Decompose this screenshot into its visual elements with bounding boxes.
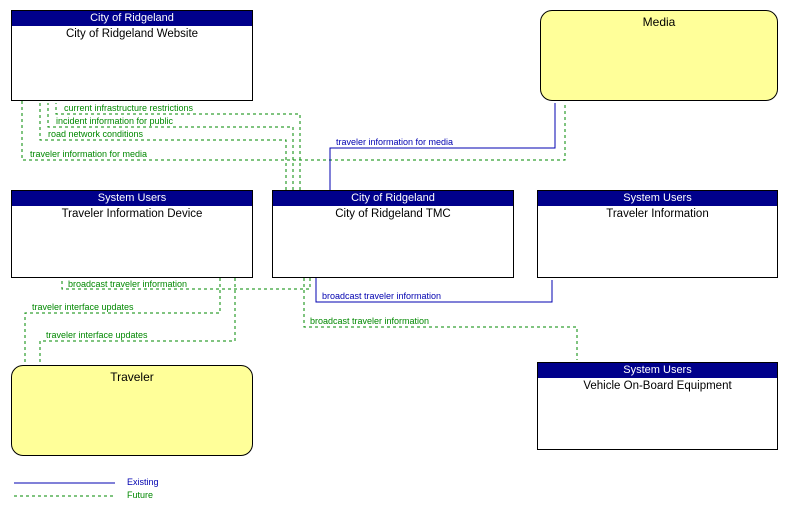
box-city-of-ridgeland-tmc: City of Ridgeland City of Ridgeland TMC <box>272 190 514 278</box>
flow-label-broadcast-traveler-information-obe: broadcast traveler information <box>310 316 430 326</box>
box-header-system-users: System Users <box>12 191 252 206</box>
flow-line-broadcast-traveler-information-to-traveler-information <box>315 278 553 303</box>
box-traveler: Traveler <box>11 365 253 456</box>
box-title-city-of-ridgeland-website: City of Ridgeland Website <box>65 28 199 40</box>
box-header-system-users: System Users <box>538 363 777 378</box>
box-title-city-of-ridgeland-tmc: City of Ridgeland TMC <box>335 208 451 220</box>
flow-label-broadcast-traveler-information-existing: broadcast traveler information <box>322 291 442 301</box>
box-header-city-of-ridgeland: City of Ridgeland <box>273 191 513 206</box>
box-city-of-ridgeland-website: City of Ridgeland City of Ridgeland Webs… <box>11 10 253 101</box>
flow-label-traveler-information-for-media-existing: traveler information for media <box>336 137 454 147</box>
flow-line-road-network-conditions <box>39 103 287 190</box>
flow-line-current-infrastructure-restrictions <box>55 103 301 190</box>
flow-label-traveler-interface-updates-1: traveler interface updates <box>32 302 134 312</box>
box-title-traveler: Traveler <box>110 370 154 384</box>
legend-future-label: Future <box>127 490 154 500</box>
box-media: Media <box>540 10 778 101</box>
box-title-traveler-information-device: Traveler Information Device <box>61 208 203 220</box>
box-header-city-of-ridgeland: City of Ridgeland <box>12 11 252 26</box>
box-traveler-information: System Users Traveler Information <box>537 190 778 278</box>
flow-label-traveler-interface-updates-2: traveler interface updates <box>46 330 148 340</box>
flow-label-current-infrastructure-restrictions: current infrastructure restrictions <box>64 103 194 113</box>
legend-existing-label: Existing <box>127 477 159 487</box>
flow-label-road-network-conditions: road network conditions <box>48 129 144 139</box>
flow-line-traveler-interface-updates-1 <box>24 278 221 363</box>
box-traveler-information-device: System Users Traveler Information Device <box>11 190 253 278</box>
flow-line-traveler-information-for-media-existing <box>329 103 556 190</box>
flow-line-traveler-interface-updates-2 <box>39 278 236 363</box>
box-title-media: Media <box>642 15 676 29</box>
box-title-traveler-information: Traveler Information <box>606 208 709 220</box>
box-title-vehicle-on-board-equipment: Vehicle On-Board Equipment <box>583 380 732 392</box>
flow-label-broadcast-traveler-information-device: broadcast traveler information <box>68 279 188 289</box>
flow-line-incident-information-for-public <box>47 103 294 190</box>
flow-line-broadcast-traveler-information-to-obe <box>303 278 578 360</box>
box-vehicle-on-board-equipment: System Users Vehicle On-Board Equipment <box>537 362 778 450</box>
flow-line-broadcast-traveler-information-to-device <box>61 278 311 290</box>
flow-line-traveler-information-for-media-future <box>21 101 566 161</box>
flow-label-incident-information-for-public: incident information for public <box>56 116 174 126</box>
flow-label-traveler-information-for-media-future: traveler information for media <box>30 149 148 159</box>
box-header-system-users: System Users <box>538 191 777 206</box>
